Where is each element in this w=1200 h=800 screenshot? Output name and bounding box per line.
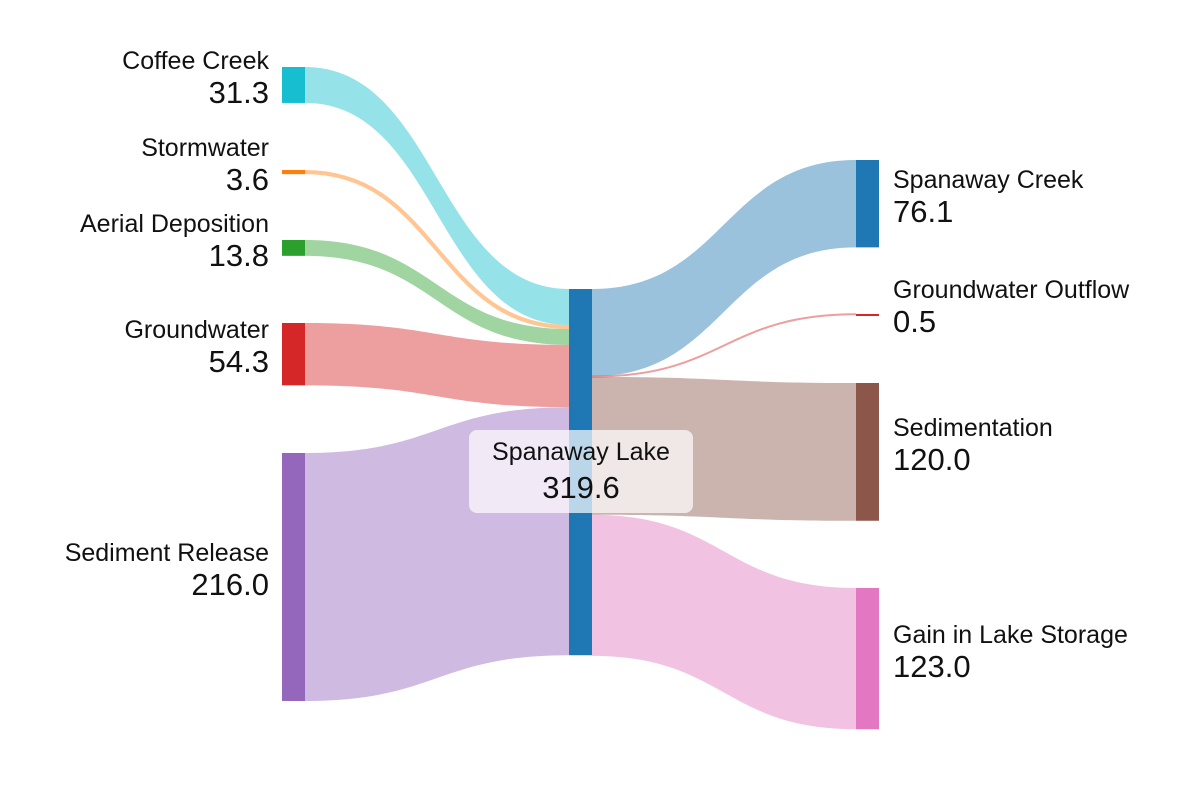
- target-node-name: Groundwater Outflow: [893, 276, 1130, 305]
- source-node-name: Groundwater: [124, 316, 269, 345]
- target-node-value: 123.0: [893, 648, 971, 684]
- link-aerial-deposition: [305, 240, 569, 345]
- source-node-aerial-deposition: [282, 240, 305, 256]
- target-node-name: Spanaway Creek: [893, 165, 1084, 194]
- source-node-value: 216.0: [191, 566, 269, 602]
- source-node-name: Coffee Creek: [122, 46, 269, 75]
- target-node-spanaway-creek: [856, 160, 879, 248]
- link-coffee-creek: [305, 67, 569, 325]
- target-node-value: 120.0: [893, 441, 971, 477]
- link-spanaway-creek: [592, 160, 856, 377]
- target-node-value: 76.1: [893, 193, 954, 229]
- target-node-value: 0.5: [893, 304, 937, 340]
- target-node-gain-in-lake-storage: [856, 588, 879, 730]
- source-node-name: Sediment Release: [64, 538, 269, 567]
- center-node-value: 319.6: [542, 470, 620, 505]
- center-node-label: Spanaway Lake 319.6: [469, 430, 693, 513]
- target-node-name: Gain in Lake Storage: [893, 620, 1128, 649]
- source-node-value: 3.6: [225, 162, 269, 198]
- source-node-stormwater: [282, 170, 305, 175]
- center-node-name: Spanaway Lake: [492, 438, 670, 466]
- link-groundwater-outflow: [591, 313, 857, 378]
- source-node-name: Stormwater: [141, 134, 269, 163]
- source-node-sediment-release: [282, 453, 305, 701]
- link-stormwater: [304, 169, 570, 330]
- source-node-value: 31.3: [208, 74, 269, 110]
- target-node-name: Sedimentation: [893, 413, 1053, 442]
- link-groundwater: [305, 323, 569, 408]
- source-node-value: 13.8: [208, 237, 269, 273]
- source-node-groundwater: [282, 323, 305, 386]
- target-node-groundwater-outflow: [856, 314, 879, 316]
- link-gain-in-lake-storage: [592, 514, 856, 730]
- target-node-sedimentation: [856, 383, 879, 521]
- source-node-value: 54.3: [208, 344, 269, 380]
- source-node-name: Aerial Deposition: [80, 209, 269, 238]
- source-node-coffee-creek: [282, 67, 305, 103]
